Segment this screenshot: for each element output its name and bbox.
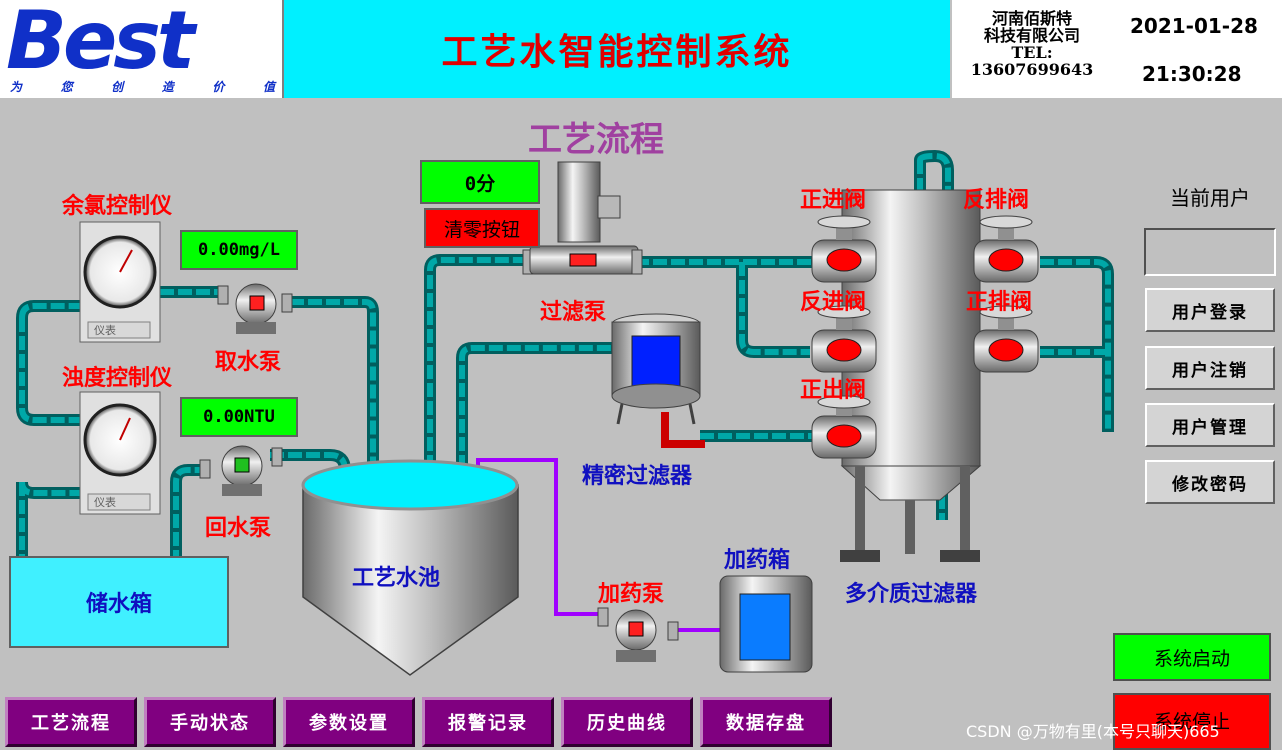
- filter-drain-line: [661, 412, 705, 448]
- nav-process-flow[interactable]: 工艺流程: [5, 697, 137, 747]
- return-pump-label: 回水泵: [205, 515, 272, 541]
- nav-alarm-records[interactable]: 报警记录: [422, 697, 554, 747]
- dosing-pump-label: 加药泵: [598, 581, 665, 607]
- turbidity-reading: 0.00NTU: [180, 397, 298, 437]
- current-time: 21:30:28: [1142, 62, 1242, 86]
- clear-counter-button[interactable]: 清零按钮: [424, 208, 540, 248]
- slogan-char: 价: [212, 80, 225, 94]
- user-login-button[interactable]: 用户登录: [1145, 288, 1275, 332]
- valve-reverse-in: [811, 305, 877, 373]
- chlorine-meter-label: 余氯控制仪: [62, 193, 173, 219]
- valve-reverse-drain-label: 反排阀: [963, 187, 1030, 213]
- turbidity-meter-plate: 仪表: [94, 496, 116, 509]
- valve-reverse-drain: [973, 215, 1039, 283]
- nav-parameter-settings[interactable]: 参数设置: [283, 697, 415, 747]
- turbidity-meter-label: 浊度控制仪: [62, 365, 173, 391]
- app-title: 工艺水智能控制系统: [441, 31, 793, 73]
- valve-forward-in: [811, 215, 877, 283]
- company-info: 河南佰斯特 科技有限公司 TEL: 13607699643: [952, 0, 1112, 98]
- slogan-char: 您: [60, 80, 73, 94]
- turbidity-meter-graphic: [79, 391, 161, 515]
- filter-pump-graphic: [522, 161, 643, 275]
- chlorine-meter-graphic: [79, 221, 161, 343]
- nav-manual-status[interactable]: 手动状态: [144, 697, 276, 747]
- watermark: CSDN @万物有里(本号只聊天)665: [966, 722, 1220, 741]
- slogan-char: 造: [161, 80, 174, 94]
- company-name-line2: 科技有限公司: [983, 26, 1080, 45]
- company-tel-label: TEL:: [1011, 43, 1053, 62]
- process-pool-graphic: [301, 459, 519, 676]
- intake-pump-graphic: [217, 283, 293, 334]
- current-date: 2021-01-28: [1130, 14, 1258, 38]
- company-phone: 13607699643: [970, 60, 1094, 79]
- return-pump-graphic: [199, 445, 283, 496]
- chlorine-reading: 0.00mg/L: [180, 230, 298, 270]
- dosing-pump-graphic: [597, 607, 679, 662]
- multimedia-filter-label: 多介质过滤器: [845, 581, 978, 607]
- slogan-char: 值: [262, 80, 275, 94]
- nav-history-curves[interactable]: 历史曲线: [561, 697, 693, 747]
- user-manage-button[interactable]: 用户管理: [1145, 403, 1275, 447]
- valve-forward-out-label: 正出阀: [800, 377, 867, 403]
- precision-filter-label: 精密过滤器: [582, 463, 693, 489]
- datetime-panel: 2021-01-28 21:30:28: [1112, 0, 1282, 98]
- nav-data-save[interactable]: 数据存盘: [700, 697, 832, 747]
- storage-tank-label: 储水箱: [85, 591, 152, 617]
- current-user-field: [1144, 228, 1276, 276]
- page-title: 工艺流程: [528, 120, 664, 160]
- slogan-char: 为: [10, 80, 23, 94]
- elapsed-counter: 0分: [420, 160, 540, 204]
- chlorine-meter-plate: 仪表: [94, 324, 116, 337]
- precision-filter-graphic: [611, 313, 701, 425]
- filter-pump-label: 过滤泵: [540, 299, 607, 325]
- slogan-char: 创: [111, 80, 124, 94]
- company-name-line1: 河南佰斯特: [991, 9, 1072, 28]
- title-bar: 工艺水智能控制系统: [284, 0, 950, 98]
- system-stop-button[interactable]: 系统停止: [1113, 693, 1271, 750]
- change-password-button[interactable]: 修改密码: [1145, 460, 1275, 504]
- dosing-tank-graphic: [719, 575, 813, 673]
- system-start-button[interactable]: 系统启动: [1113, 633, 1271, 681]
- valve-forward-in-label: 正进阀: [800, 187, 867, 213]
- logo-slogan: 为 您 创 造 价 值: [10, 78, 275, 95]
- storage-tank: 储水箱: [9, 556, 229, 648]
- logo-text: Best: [6, 0, 195, 87]
- valve-forward-out: [811, 395, 877, 459]
- intake-pump-label: 取水泵: [215, 349, 282, 375]
- valve-forward-drain-label: 正排阀: [966, 289, 1033, 315]
- user-logout-button[interactable]: 用户注销: [1145, 346, 1275, 390]
- valve-forward-drain: [973, 305, 1039, 373]
- process-pool-label: 工艺水池: [352, 565, 441, 591]
- current-user-label: 当前用户: [1170, 186, 1250, 210]
- company-logo: Best 为 您 创 造 价 值: [0, 0, 284, 98]
- valve-reverse-in-label: 反进阀: [800, 289, 867, 315]
- dosing-tank-label: 加药箱: [724, 547, 791, 573]
